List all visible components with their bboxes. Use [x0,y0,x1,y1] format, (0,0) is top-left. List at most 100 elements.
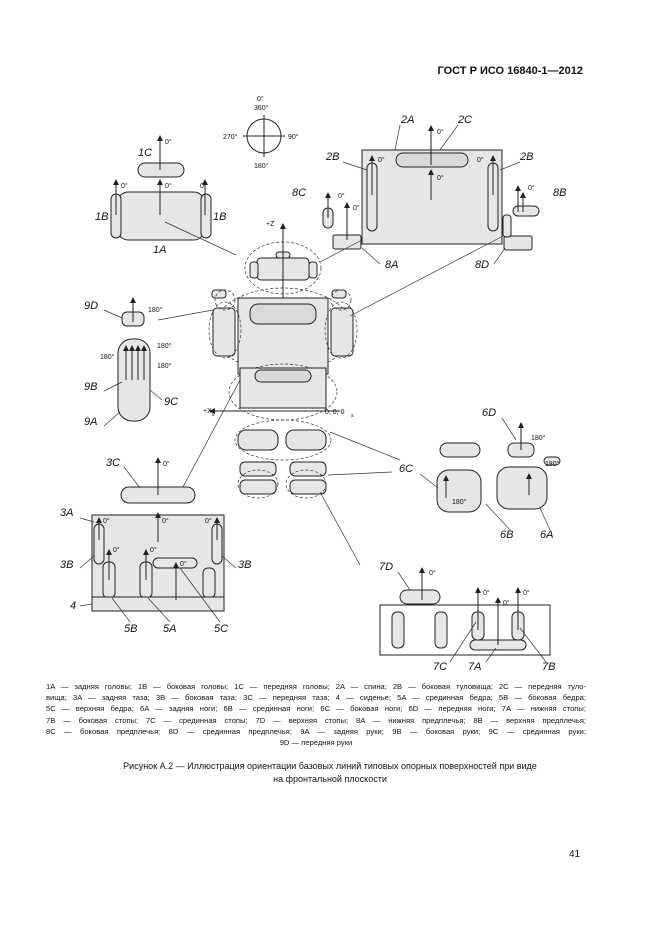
label-3a: 3A [60,507,73,519]
pelvis-detail: 0° 0° 0° 0° 0° 0° 0° 3C 3A 3B 3B 4 5B 5A… [60,457,251,635]
angle-0-1b-left: 0° [121,182,128,190]
legend-line-1: 1A — задняя головы; 1B — боковая головы;… [46,682,586,691]
axis-z-sub: s [281,225,284,231]
angle-0-8c: 0° [338,192,345,200]
label-1b-left: 1B [95,211,108,223]
label-9c: 9C [164,396,178,408]
label-1c: 1C [138,147,152,159]
label-2b-left: 2B [325,151,339,163]
origin-sub: s [351,413,354,419]
compass-left-label: 270° [223,133,238,141]
label-7b: 7B [542,661,555,673]
label-6d: 6D [482,407,496,419]
leg-detail: 180° 180° 180° 6D 6C 6B 6A [399,407,561,541]
angle-180-9b: 180° [100,353,115,361]
label-5b: 5B [124,623,137,635]
caption-line-2: на фронтальной плоскости [273,774,387,784]
label-3c: 3C [106,457,120,469]
figure-caption: Рисунок А.2 — Иллюстрация ориентации баз… [70,760,590,786]
central-body-figure: +Z s +X s 0, 0, 0 s [157,221,504,566]
label-7c: 7C [433,661,447,673]
figure-drawing: 0° 360° 270° 90° 180° 0° 0° 0° 0° 1C 1B … [60,95,566,673]
head-side-right [200,193,212,239]
label-8b: 8B [553,187,566,199]
compass-right-label: 90° [288,133,299,141]
legend-line-4: 7B — боковая стопы; 7C — срединная стопы… [46,715,586,725]
axis-x-label: +X [203,408,212,415]
label-9d: 9D [84,300,98,312]
compass-top2-label: 360° [254,104,269,112]
forearm-right-detail: 0° 8B 8D [475,184,566,271]
compass-top-label: 0° [257,95,264,103]
angle-0-8b: 0° [528,184,535,192]
angle-180-9c-a: 180° [157,342,172,350]
label-5c: 5C [214,623,228,635]
label-3b-right: 3B [238,559,251,571]
label-2c: 2C [457,114,472,126]
angle-180-6d: 180° [531,434,546,442]
angle-0-2b-left: 0° [378,156,385,164]
angle-180-6c: 180° [452,498,467,506]
legend-line-5: 8C — боковая предплечья; 8D — срединная … [46,726,586,736]
angle-180-9d: 180° [148,306,163,314]
angle-0-7c: 0° [483,589,490,597]
label-3b-left: 3B [60,559,73,571]
label-9a: 9A [84,416,97,428]
angle-0-2a: 0° [437,174,444,182]
label-1b-right: 1B [213,211,226,223]
compass-bottom-label: 180° [254,162,269,170]
label-6a: 6A [540,529,553,541]
angle-0-7a: 0° [503,599,510,607]
caption-line-1: Рисунок А.2 — Иллюстрация ориентации баз… [123,761,537,771]
legend-line-3: 5C — верхняя бедра; 6A — задняя ноги; 6B… [46,704,586,714]
origin-label: 0, 0, 0 [325,409,345,416]
label-1a: 1A [153,244,166,256]
figure-legend: 1A — задняя головы; 1B — боковая головы;… [46,681,586,748]
trunk-front-shape [395,152,469,168]
angle-0-3a: 0° [162,517,169,525]
label-4: 4 [70,600,76,612]
standard-header: ГОСТ Р ИСО 16840-1—2012 [437,65,583,77]
label-7d: 7D [379,561,393,573]
head-detail: 0° 0° 0° 0° 1C 1B 1B 1A [95,135,226,256]
angle-180-6a: 180° [545,460,560,468]
label-5a: 5A [163,623,176,635]
hand-detail: 180° 180° 180° 180° 9D 9B 9C 9A [84,297,178,428]
axis-x-sub: s [212,412,215,418]
angle-0-5a: 0° [150,546,157,554]
trunk-detail: 0° 0° 0° 0° 2A 2C 2B 2B [325,114,533,245]
angle-0-7b: 0° [523,589,530,597]
head-back-shape [117,191,205,241]
foot-detail: 0° 0° 0° 0° 7D 7C 7A 7B [379,561,555,673]
label-7a: 7A [468,661,481,673]
label-8a: 8A [385,259,398,271]
axis-z-label: +Z [266,221,275,228]
head-front-shape [137,162,185,178]
angle-0-3b-left: 0° [103,517,110,525]
label-8c: 8C [292,187,306,199]
page-number: 41 [569,849,581,860]
orientation-compass: 0° 360° 270° 90° 180° [223,95,299,170]
figure-a2: 0° 360° 270° 90° 180° 0° 0° 0° 0° 1C 1B … [60,95,566,673]
label-6c: 6C [399,463,413,475]
label-8d: 8D [475,259,489,271]
legend-last-line: 9D — передняя руки [279,738,353,748]
forearm-left-detail: 0° 0° 8C 8A [292,187,398,271]
angle-0-1b-right: 0° [200,182,207,190]
label-2b-right: 2B [519,151,533,163]
angle-180-9c-b: 180° [157,362,172,370]
label-6b: 6B [500,529,513,541]
angle-0-1a: 0° [165,182,172,190]
angle-0-3c: 0° [163,460,170,468]
angle-0-5c: 0° [180,560,187,568]
angle-0-2c: 0° [437,128,444,136]
angle-0-3b-right: 0° [205,517,212,525]
label-2a: 2A [400,114,414,126]
label-9b: 9B [84,381,97,393]
angle-0-2b-right: 0° [477,156,484,164]
angle-0-1c: 0° [165,138,172,146]
angle-0-7d: 0° [429,569,436,577]
angle-0-8a: 0° [353,204,360,212]
angle-0-5b: 0° [113,546,120,554]
legend-line-2: вища; 3A — задняя таза; 3B — боковая таз… [46,693,586,703]
